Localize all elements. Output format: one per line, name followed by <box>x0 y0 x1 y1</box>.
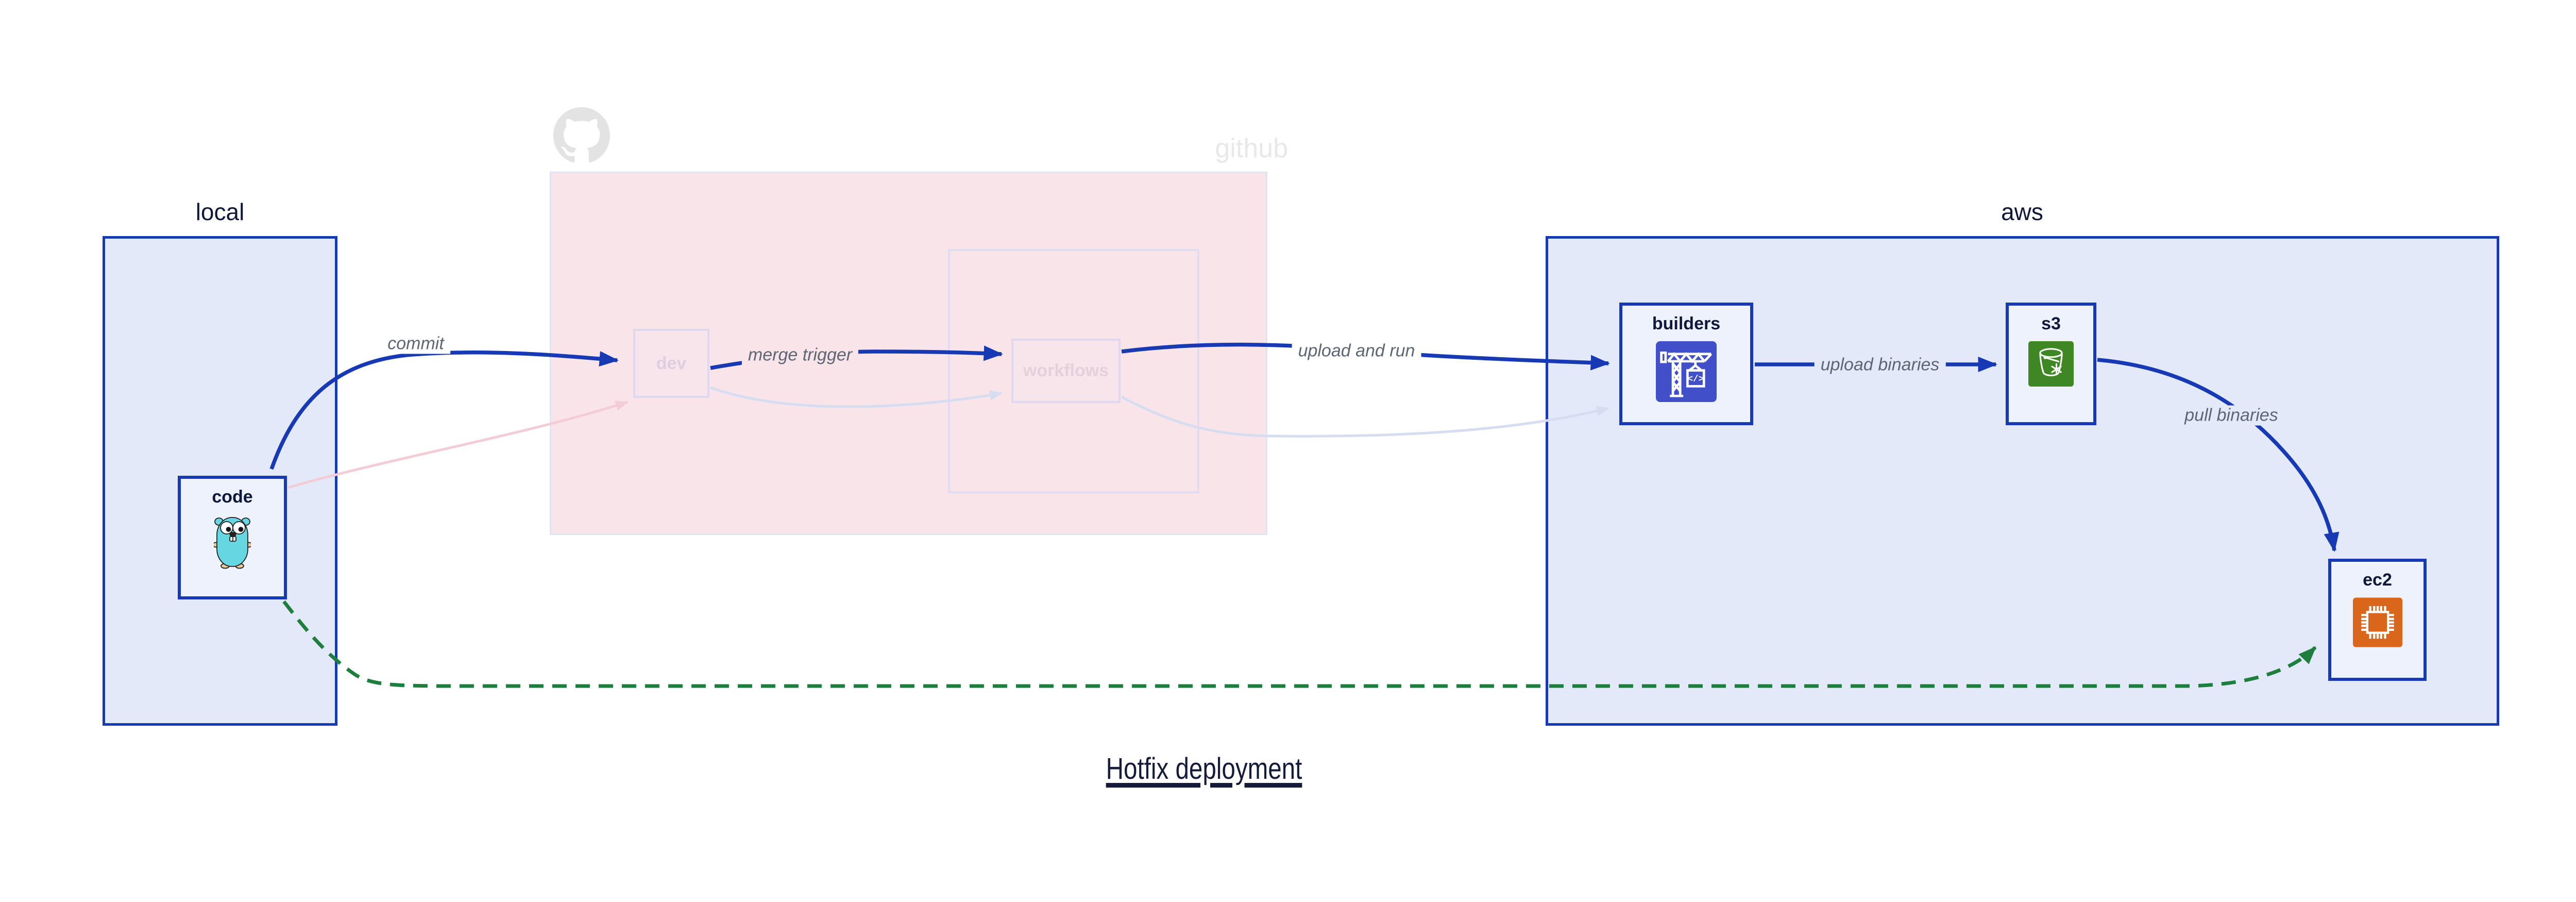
aws-codebuild-crane-icon: </> <box>1656 341 1717 402</box>
node-workflows: workflows <box>1011 339 1121 403</box>
aws-ec2-chip-icon <box>2352 597 2402 647</box>
edge-workflows-builders-faded-path <box>1121 395 1609 438</box>
diagram-title: Hotfix deployment <box>1106 752 1302 786</box>
edge-dev-workflows-faded-path <box>710 386 1003 408</box>
aws-s3-bucket-icon <box>2028 341 2074 387</box>
node-code: code <box>178 476 287 599</box>
node-dev: dev <box>633 329 709 398</box>
node-builders: builders </> <box>1619 303 1753 425</box>
edge-label-commit: commit <box>381 333 450 354</box>
node-s3: s3 <box>2006 303 2096 425</box>
edge-code-dev-faded-path <box>287 400 629 489</box>
go-gopher-icon <box>214 517 251 569</box>
node-ec2-label: ec2 <box>2363 570 2392 590</box>
node-ec2: ec2 <box>2328 559 2427 681</box>
github-octocat-icon <box>553 107 610 163</box>
node-code-label: code <box>212 487 253 507</box>
edge-hotfix-dashed-path <box>282 600 2317 688</box>
node-dev-label: dev <box>656 353 687 373</box>
edge-label-upload-binaries: upload binaries <box>1814 355 1946 375</box>
edge-label-upload-and-run: upload and run <box>1292 341 1421 361</box>
master-branch-box <box>948 249 1199 493</box>
aws-container-label: aws <box>2001 198 2043 225</box>
edge-commit-path <box>269 350 619 470</box>
node-workflows-label: workflows <box>1023 361 1109 380</box>
node-s3-label: s3 <box>2041 314 2061 333</box>
edge-label-pull-binaries: pull binaries <box>2178 405 2284 426</box>
local-container-label: local <box>195 198 245 225</box>
github-container-label: github <box>1215 133 1288 163</box>
edge-pull-binaries-path <box>2097 358 2340 552</box>
svg-text:</>: </> <box>1687 374 1704 385</box>
edge-label-merge-trigger: merge trigger <box>741 345 859 365</box>
node-builders-label: builders <box>1652 314 1721 333</box>
